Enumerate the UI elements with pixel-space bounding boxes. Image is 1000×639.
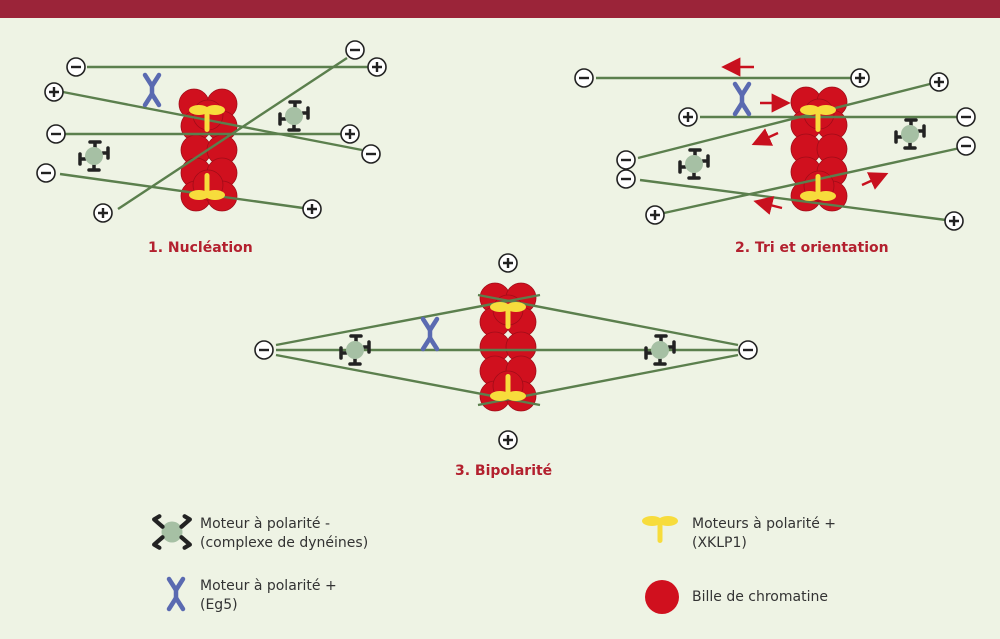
- minus-end-icon: [45, 123, 67, 145]
- plus-end-icon: [497, 252, 519, 274]
- eg5-motor-icon: [735, 84, 749, 114]
- movement-arrows: [721, 57, 889, 215]
- minus-end-icon: [955, 106, 977, 128]
- dynein-motor-icon: [278, 100, 310, 132]
- plus-end-icon: [92, 202, 114, 224]
- dynein-motor-icon: [894, 118, 926, 150]
- dynein-motor-icon: [78, 140, 110, 172]
- plus-end-icon: [644, 204, 666, 226]
- panel-nucleation: [35, 39, 388, 224]
- minus-end-icon: [615, 168, 637, 190]
- minus-end-icon: [65, 56, 87, 78]
- eg5-motor-icon: [423, 319, 437, 349]
- legend-eg5: Moteur à polarité + (Eg5): [200, 577, 337, 615]
- eg5-motor-icon: [145, 75, 159, 105]
- caption-nucleation: 1. Nucléation: [148, 240, 253, 256]
- legend-dynein-line1: Moteur à polarité -: [200, 516, 331, 532]
- legend-xklp1-line1: Moteurs à polarité +: [692, 516, 836, 532]
- plus-end-icon: [366, 56, 388, 78]
- legend-xklp1-line2: (XKLP1): [692, 535, 747, 551]
- minus-end-icon: [344, 39, 366, 61]
- chromatin-bead-legend-icon: [645, 580, 679, 614]
- plus-end-icon: [677, 106, 699, 128]
- plus-end-icon: [43, 81, 65, 103]
- minus-end-icon: [615, 149, 637, 171]
- minus-end-icon: [955, 135, 977, 157]
- minus-end-icon: [737, 339, 759, 361]
- legend-xklp1: Moteurs à polarité + (XKLP1): [692, 515, 836, 553]
- caption-sorting: 2. Tri et orientation: [735, 240, 889, 256]
- legend-chromatin-line1: Bille de chromatine: [692, 589, 828, 605]
- caption-bipolarity: 3. Bipolarité: [455, 463, 553, 479]
- dynein-motor-icon: [678, 148, 710, 180]
- plus-end-icon: [301, 198, 323, 220]
- dynein-legend-icon: [152, 514, 192, 550]
- minus-end-icon: [360, 143, 382, 165]
- legend-eg5-line1: Moteur à polarité +: [200, 578, 337, 594]
- legend-dynein-line2: (complexe de dynéines): [200, 535, 369, 551]
- plus-end-icon: [339, 123, 361, 145]
- plus-end-icon: [943, 210, 965, 232]
- legend-icons: [152, 514, 679, 614]
- eg5-legend-icon: [169, 579, 183, 609]
- legend-chromatin: Bille de chromatine: [692, 588, 828, 607]
- microtubules: [596, 76, 961, 222]
- xklp1-legend-icon: [642, 516, 678, 543]
- panel-bipolarity: [253, 252, 759, 451]
- minus-end-icon: [35, 162, 57, 184]
- legend-dynein: Moteur à polarité - (complexe de dynéine…: [200, 515, 368, 553]
- minus-end-icon: [573, 67, 595, 89]
- header-bar: [0, 0, 1000, 18]
- panel-sorting: [573, 57, 977, 232]
- minus-end-icon: [253, 339, 275, 361]
- legend-eg5-line2: (Eg5): [200, 597, 238, 613]
- microtubules: [59, 56, 368, 211]
- plus-end-icon: [497, 429, 519, 451]
- plus-end-icon: [849, 67, 871, 89]
- plus-end-icon: [928, 71, 950, 93]
